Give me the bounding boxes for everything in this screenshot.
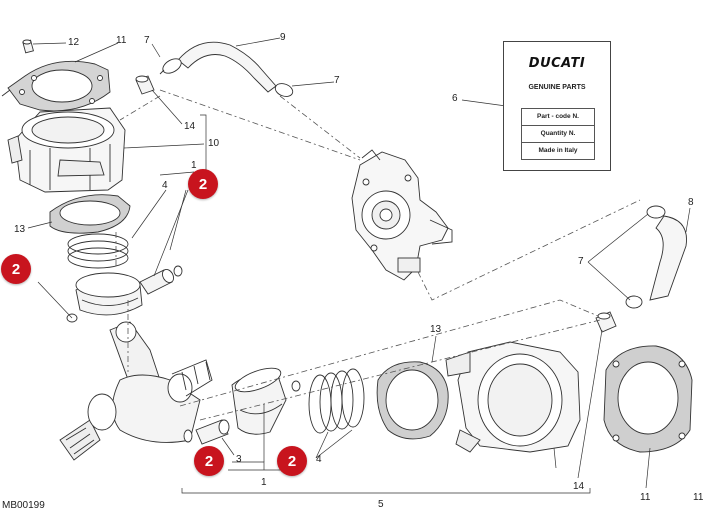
- circlip-bottom-right[interactable]: [291, 380, 301, 392]
- badge-2-left[interactable]: 2: [1, 254, 31, 284]
- callout-3: 3: [236, 454, 242, 465]
- part-11-head-gasket-top[interactable]: [1, 60, 111, 112]
- part-14-sleeve-bottom[interactable]: [595, 311, 617, 333]
- part-3-piston-pin-top[interactable]: [139, 267, 176, 295]
- part-8-hose-right[interactable]: [649, 215, 687, 301]
- part-11-head-gasket-right[interactable]: [603, 345, 693, 453]
- callout-13-bottom: 13: [430, 324, 442, 335]
- callout-11-edge: 11: [693, 492, 703, 503]
- dashed-axis-lines: [115, 89, 641, 421]
- circlip-bottom-left[interactable]: [183, 429, 193, 443]
- part-7-clamp-a[interactable]: [159, 56, 184, 76]
- callout-1-top: 1: [191, 160, 197, 171]
- callout-7-top-left: 7: [144, 35, 150, 46]
- crankshaft[interactable]: [59, 321, 213, 461]
- callout-11-bottom: 11: [640, 492, 651, 503]
- badge-2-bottom-left[interactable]: 2: [194, 446, 224, 476]
- callout-9: 9: [280, 32, 286, 43]
- drawing-code: MB00199: [2, 500, 45, 511]
- callout-7-right: 7: [578, 256, 584, 267]
- part-7-clamp-d[interactable]: [625, 295, 643, 309]
- part-9-hose-top[interactable]: [177, 41, 277, 93]
- callout-4-bottom: 4: [316, 454, 322, 465]
- water-pump[interactable]: [351, 149, 453, 281]
- piston-bottom[interactable]: [231, 363, 287, 435]
- card-row-quantity: Quantity N.: [522, 126, 594, 143]
- badge-2-top-right[interactable]: 2: [188, 169, 218, 199]
- card-row-part-code: Part - code N.: [522, 109, 594, 126]
- callout-14-bottom: 14: [573, 481, 585, 492]
- callout-6: 6: [452, 93, 458, 104]
- part-4-piston-rings-top[interactable]: [67, 233, 129, 269]
- genuine-parts-card[interactable]: DUCATI GENUINE PARTS Part - code N. Quan…: [503, 41, 611, 171]
- callout-11-top: 11: [116, 35, 127, 46]
- part-12-pin[interactable]: [22, 39, 34, 54]
- callout-13-top: 13: [14, 224, 26, 235]
- callout-4-top: 4: [162, 180, 168, 191]
- callout-12: 12: [68, 37, 80, 48]
- part-3-piston-pin-bottom[interactable]: [195, 419, 230, 445]
- callout-7-top-right: 7: [334, 75, 340, 86]
- card-brand-logo: DUCATI: [528, 56, 586, 71]
- part-7-clamp-c[interactable]: [646, 205, 666, 219]
- part-10-cylinder-top[interactable]: [7, 107, 126, 193]
- callout-10: 10: [208, 138, 220, 149]
- part-14-sleeve-top[interactable]: [135, 75, 155, 95]
- callout-8: 8: [688, 197, 694, 208]
- leader-lines: [27, 37, 691, 494]
- card-row-made-in: Made in Italy: [538, 147, 578, 154]
- part-7-clamp-b[interactable]: [273, 81, 294, 98]
- part-5-cylinder-bottom[interactable]: [445, 341, 581, 453]
- callout-14-top: 14: [184, 121, 196, 132]
- card-subtitle: GENUINE PARTS: [528, 84, 586, 91]
- part-13-base-gasket-top[interactable]: [49, 194, 131, 234]
- badge-2-bottom-right[interactable]: 2: [277, 446, 307, 476]
- callout-5: 5: [378, 499, 384, 510]
- circlip-top-right[interactable]: [173, 265, 183, 277]
- card-info-table: Part - code N. Quantity N. Made in Italy: [521, 108, 595, 160]
- callout-1-bottom: 1: [261, 477, 267, 488]
- piston-top[interactable]: [75, 272, 143, 316]
- part-13-base-gasket-bottom[interactable]: [376, 361, 449, 440]
- part-4-piston-rings-bottom[interactable]: [308, 368, 365, 434]
